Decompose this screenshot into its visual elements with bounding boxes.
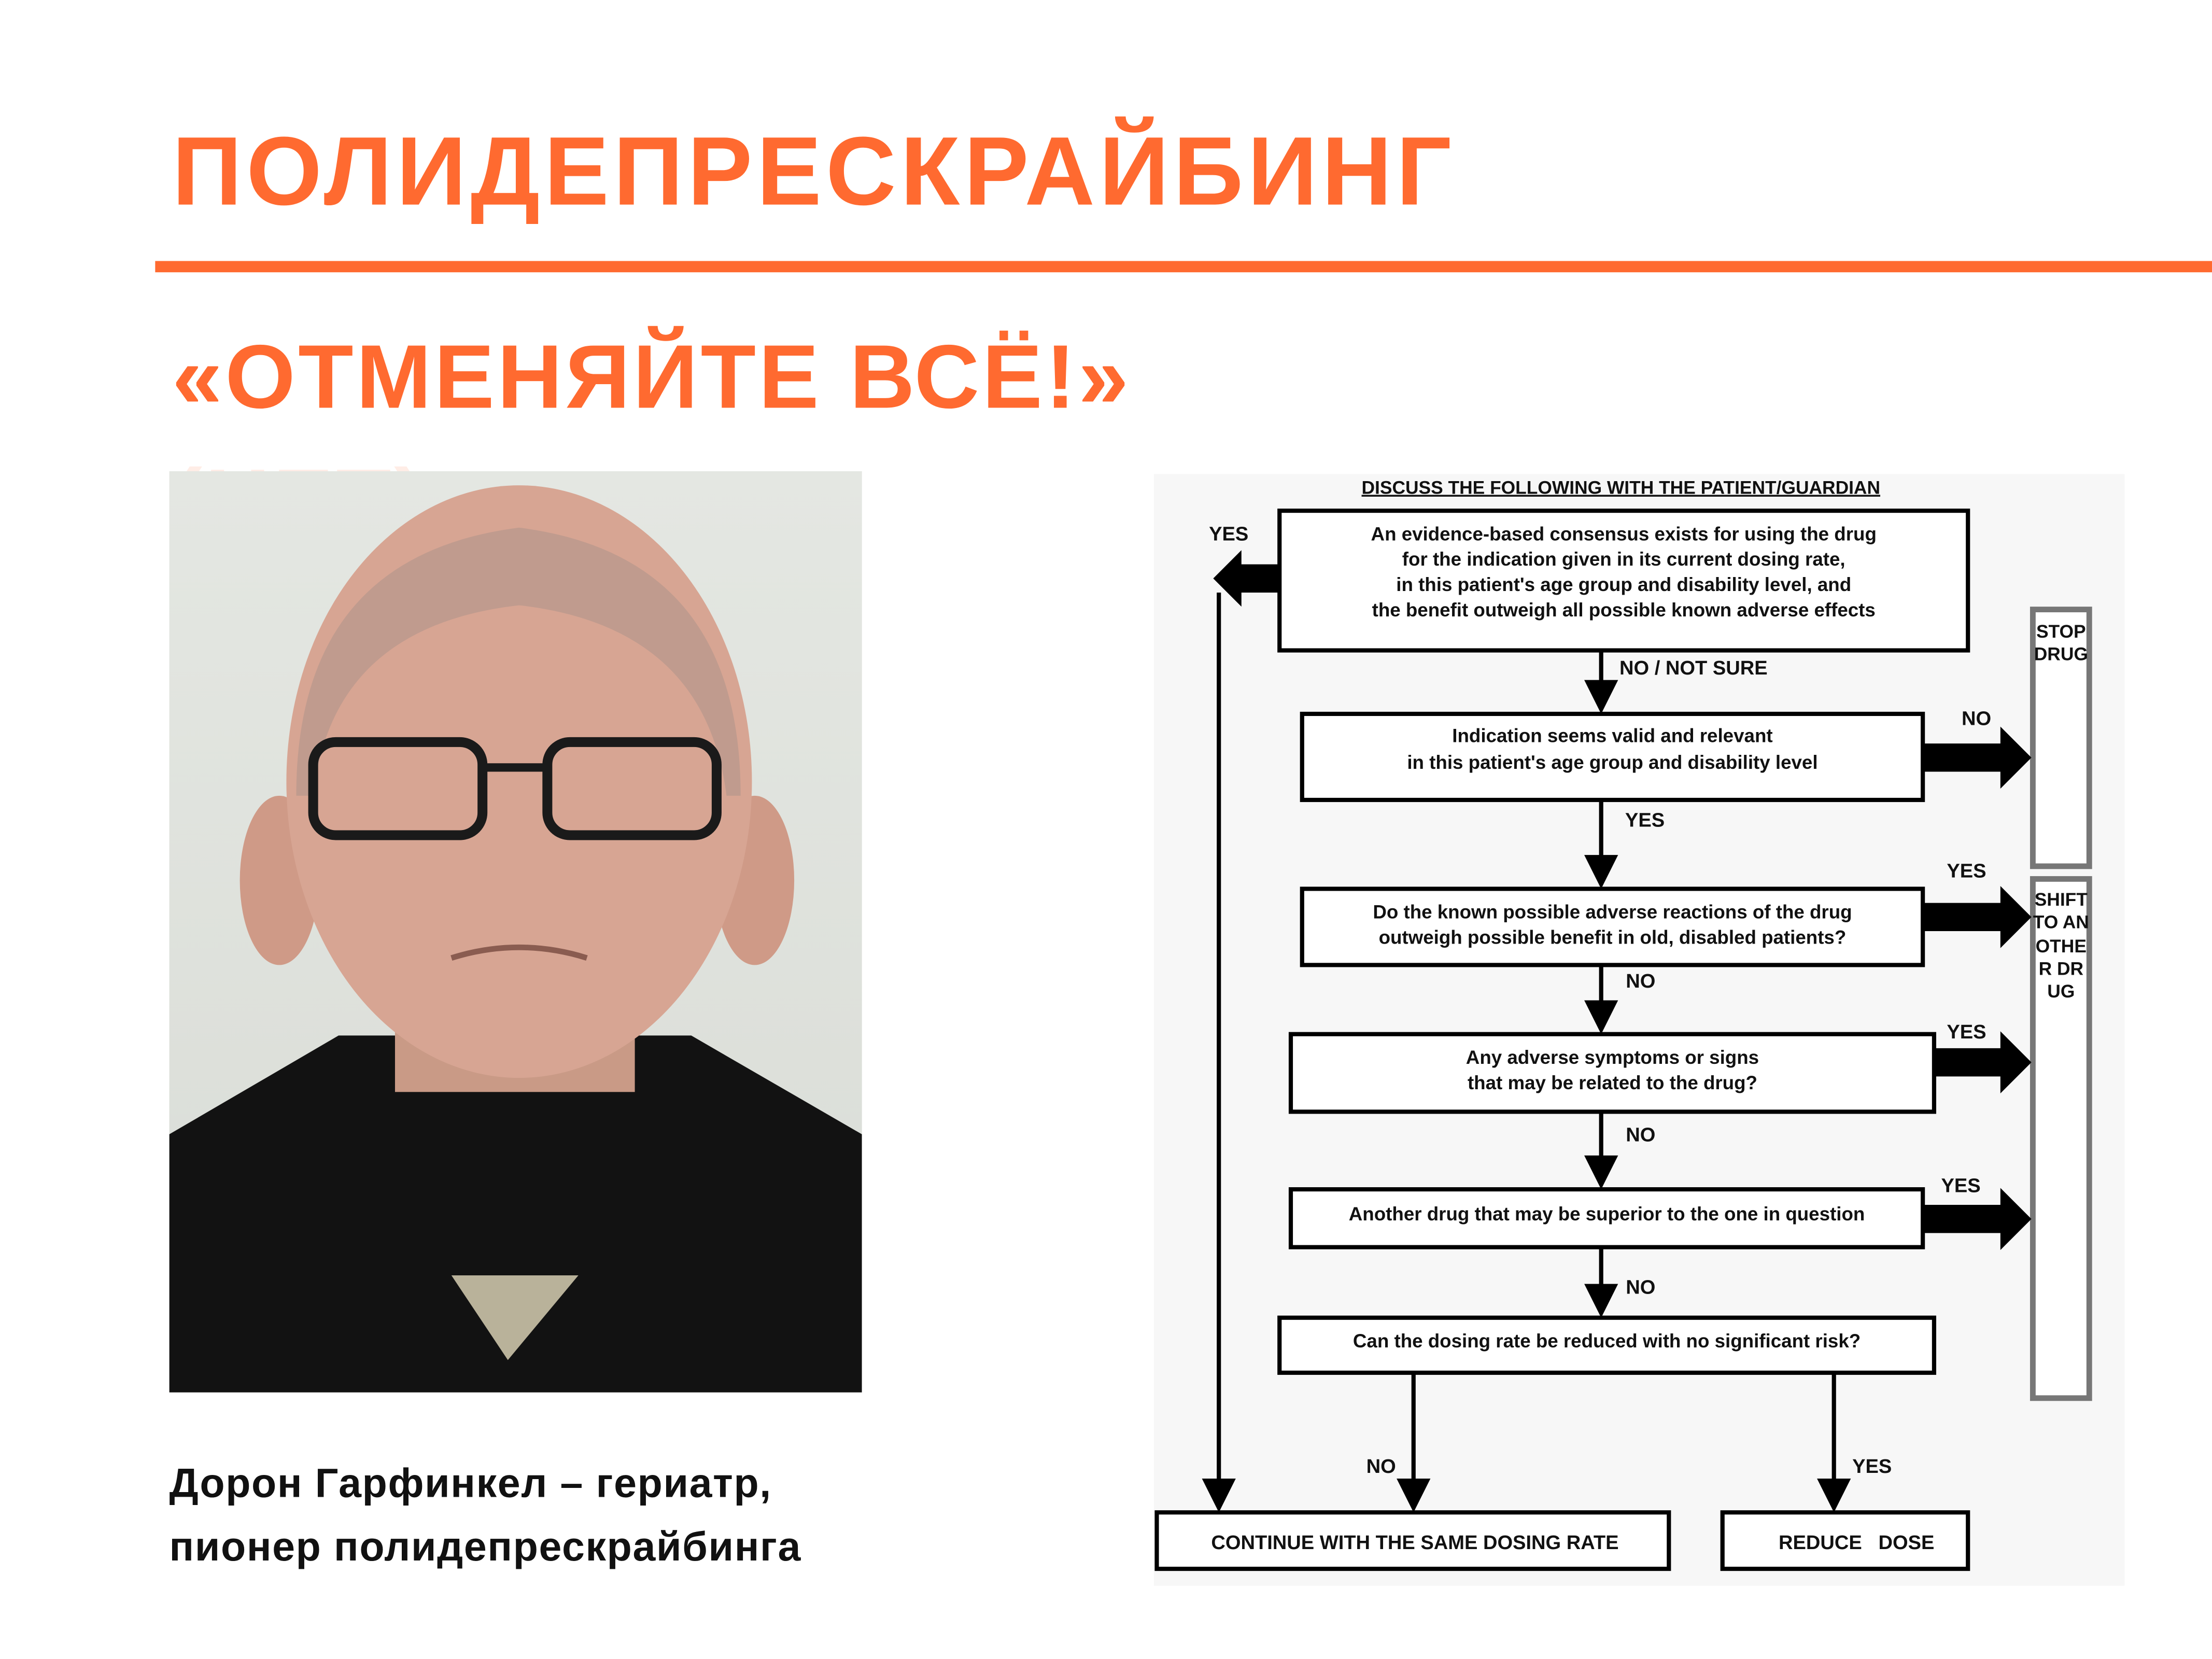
stop-drug-label: STOP DRUG xyxy=(2034,621,2091,665)
slide-title: ПОЛИДЕПРЕСКРАЙБИНГ xyxy=(172,117,1456,226)
flow-label: Another drug that may be superior to the… xyxy=(1349,1203,1865,1225)
flow-label: YES xyxy=(1947,861,1986,882)
flow-box-adverse-symptoms xyxy=(1288,1032,1936,1114)
title-divider xyxy=(155,261,2212,273)
flow-box-reduce xyxy=(1720,1510,1970,1571)
flow-box-stop-drug xyxy=(2030,607,2092,869)
flow-label: Any adverse symptoms or signs xyxy=(1466,1047,1759,1068)
flow-heading: DISCUSS THE FOLLOWING WITH THE PATIENT/G… xyxy=(1362,477,1881,498)
flow-label: outweigh possible benefit in old, disabl… xyxy=(1379,927,1847,948)
flow-label: Do the known possible adverse reactions … xyxy=(1373,902,1852,923)
flow-label: YES xyxy=(1852,1456,1892,1478)
flow-label: NO xyxy=(1366,1456,1396,1478)
flow-label: NO xyxy=(1962,708,1991,730)
portrait-photo xyxy=(169,471,862,1393)
flow-box-shift-drug xyxy=(2030,876,2092,1401)
flow-label: An evidence-based consensus exists for u… xyxy=(1371,523,1877,544)
deprescribing-flowchart xyxy=(1154,474,2125,1586)
flow-label: in this patient's age group and disabili… xyxy=(1407,752,1817,773)
flow-label: NO xyxy=(1626,1124,1655,1146)
flow-box-continue xyxy=(1154,1510,1671,1571)
caption-line-1: Дорон Гарфинкел – гериатр, xyxy=(169,1461,772,1507)
photo-caption: Дорон Гарфинкел – гериатр, пионер полиде… xyxy=(170,1453,801,1580)
thick-arrow-shift-2 xyxy=(1934,1031,2032,1094)
thick-arrow-shift-3 xyxy=(1923,1188,2032,1250)
flow-box-adverse-reactions xyxy=(1300,887,1925,967)
flow-label: that may be related to the drug? xyxy=(1468,1072,1757,1093)
flow-label: the benefit outweigh all possible known … xyxy=(1372,599,1876,621)
caption-line-2: пионер полидепрескрайбинга xyxy=(169,1525,802,1570)
flow-box-another-drug xyxy=(1288,1187,1925,1249)
thick-arrow-shift-1 xyxy=(1923,885,2032,948)
flow-label: in this patient's age group and disabili… xyxy=(1396,574,1851,595)
flow-box-evidence xyxy=(1277,509,1970,653)
flow-label: Indication seems valid and relevant xyxy=(1452,725,1772,746)
flow-label: for the indication given in its current … xyxy=(1402,549,1845,570)
flow-label: NO / NOT SURE xyxy=(1619,657,1768,679)
flow-label: YES xyxy=(1947,1021,1986,1043)
thick-arrow-stop xyxy=(1923,726,2032,789)
flow-label: NO xyxy=(1626,1276,1655,1298)
flow-label: YES xyxy=(1941,1175,1981,1197)
flow-box-indication xyxy=(1300,711,1925,803)
flow-label: NO xyxy=(1626,971,1655,992)
flow-box-dosing-rate xyxy=(1277,1315,1936,1375)
flow-label: CONTINUE WITH THE SAME DOSING RATE xyxy=(1211,1532,1618,1554)
slide-subtitle: «ОТМЕНЯЙТЕ ВСЁ!» xyxy=(172,326,1132,428)
flow-label: YES xyxy=(1209,523,1248,545)
flow-label: REDUCE DOSE xyxy=(1779,1532,1934,1554)
thick-arrow-yes-left xyxy=(1213,550,1280,607)
shift-drug-label: SHIFT TO ANOTHER DRUG xyxy=(2033,889,2089,1002)
flow-label: YES xyxy=(1625,810,1665,832)
flow-label: Can the dosing rate be reduced with no s… xyxy=(1353,1330,1861,1352)
